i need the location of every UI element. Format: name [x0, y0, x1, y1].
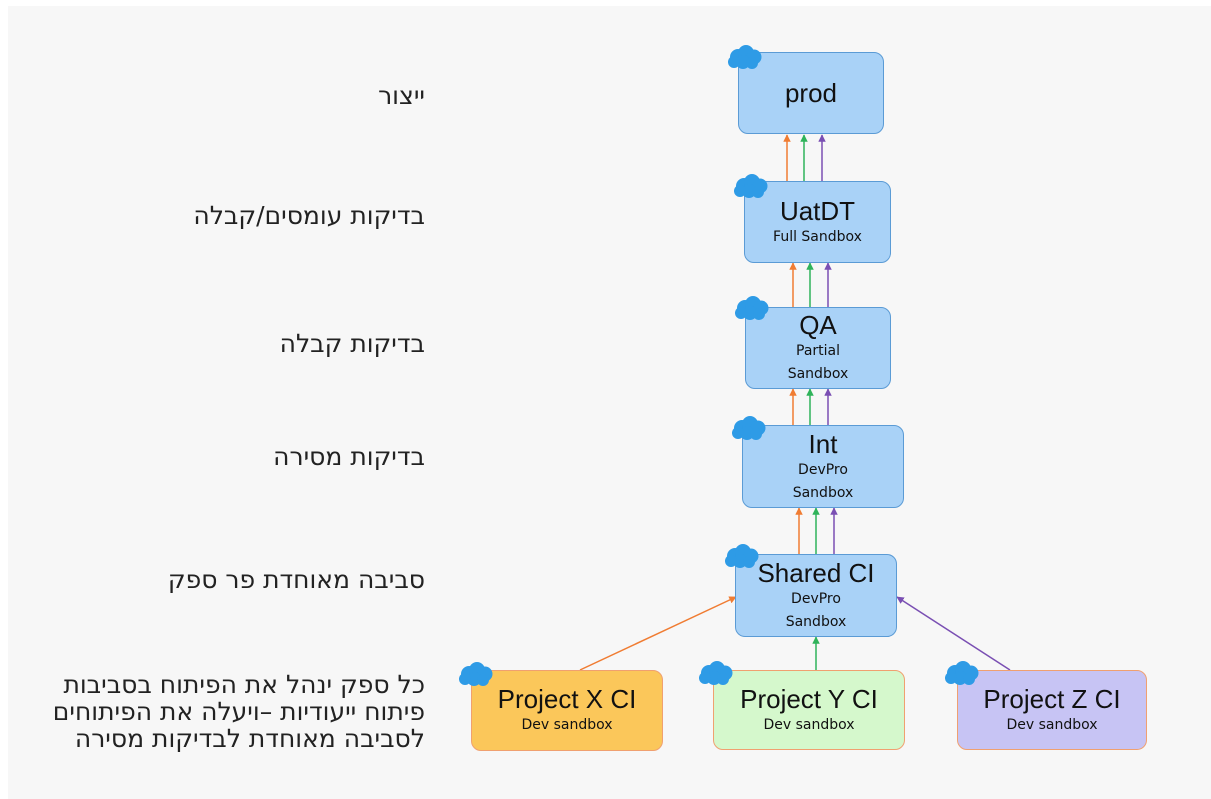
salesforce-cloud-icon — [728, 45, 762, 69]
node-project-z: Project Z CI Dev sandbox — [957, 670, 1147, 750]
node-project-x-title: Project X CI — [497, 684, 637, 714]
node-shared-ci-title: Shared CI — [757, 557, 875, 588]
node-uatdt-sub: Full Sandbox — [773, 228, 862, 245]
level-label-prod: ייצור — [378, 81, 425, 110]
node-qa: QA Partial Sandbox — [745, 307, 891, 389]
node-shared-ci-sub1: DevPro — [791, 590, 841, 607]
node-project-y: Project Y CI Dev sandbox — [713, 670, 905, 750]
node-qa-sub2: Sandbox — [787, 366, 849, 382]
arrow-purple — [896, 596, 1011, 671]
node-int-sub2: Sandbox — [792, 484, 854, 501]
level-label-shared: סביבה מאוחדת פר ספק — [167, 565, 425, 594]
node-project-y-title: Project Y CI — [740, 683, 878, 714]
node-qa-title: QA — [799, 310, 837, 340]
node-project-z-sub: Dev sandbox — [1006, 716, 1098, 733]
level-label-projects: כל ספק ינהל את הפיתוח בסביבות פיתוח ייעו… — [52, 670, 425, 753]
salesforce-cloud-icon — [699, 661, 733, 685]
node-project-y-sub: Dev sandbox — [763, 716, 855, 733]
level-label-int: בדיקות מסירה — [273, 442, 425, 471]
node-prod: prod — [738, 52, 884, 134]
salesforce-cloud-icon — [725, 544, 759, 568]
node-uatdt-title: UatDT — [779, 195, 856, 226]
node-int-title: Int — [808, 428, 838, 459]
salesforce-cloud-icon — [732, 416, 766, 440]
level-label-qa: בדיקות קבלה — [279, 329, 425, 358]
slide-background — [8, 6, 1211, 799]
node-prod-title: prod — [784, 78, 838, 108]
node-project-z-title: Project Z CI — [983, 683, 1121, 714]
node-uatdt: UatDT Full Sandbox — [744, 181, 891, 263]
node-shared-ci: Shared CI DevPro Sandbox — [735, 554, 897, 637]
salesforce-cloud-icon — [459, 662, 493, 686]
salesforce-cloud-icon — [735, 296, 769, 320]
arrow-orange — [579, 596, 737, 671]
level-label-uat: בדיקות עומסים/קבלה — [193, 201, 425, 230]
salesforce-cloud-icon — [734, 174, 768, 198]
node-project-x: Project X CI Dev sandbox — [471, 670, 663, 751]
node-project-x-sub: Dev sandbox — [521, 717, 613, 733]
node-int: Int DevPro Sandbox — [742, 425, 904, 508]
node-qa-sub1: Partial — [796, 343, 840, 359]
salesforce-cloud-icon — [945, 661, 979, 685]
node-int-sub1: DevPro — [798, 461, 848, 478]
node-shared-ci-sub2: Sandbox — [785, 613, 847, 630]
